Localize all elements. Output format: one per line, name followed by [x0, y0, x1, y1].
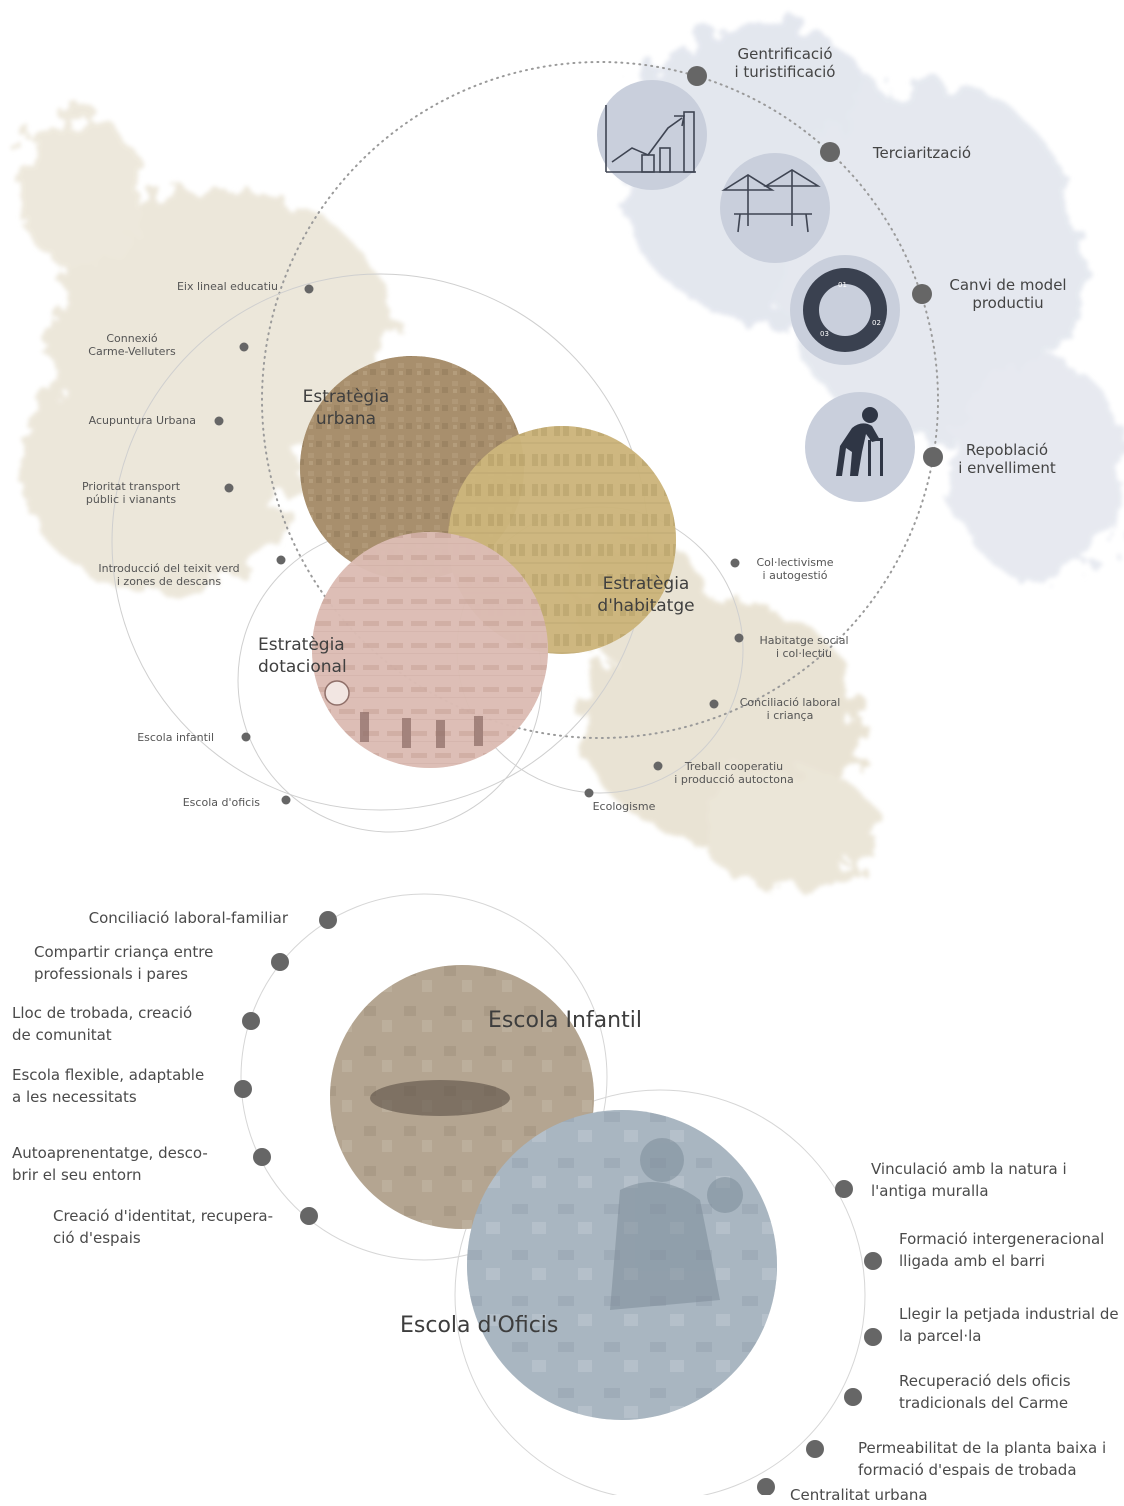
strategy-dotacional-title: Estratègia dotacional: [258, 635, 347, 677]
issue-repopulation-circle: [805, 392, 915, 502]
strategy-habitatge-title: Estratègia d'habitatge: [597, 574, 695, 616]
urban-action-label: Acupuntura Urbana: [88, 414, 196, 427]
infantil-dot: [319, 911, 337, 929]
issue-dot: [912, 284, 932, 304]
housing-action-label: Ecologisme: [592, 800, 656, 813]
urban-dot: [239, 342, 249, 352]
cycle-step-3: 03: [820, 330, 829, 338]
strategy-urbana-title: Estratègia urbana: [302, 387, 390, 429]
housing-action-label: Habitatge social i col·lectiu: [759, 634, 849, 660]
housing-action-label: Conciliació laboral i criança: [739, 696, 841, 722]
facility-action-label: Escola infantil: [137, 731, 214, 744]
housing-dot: [584, 788, 594, 798]
issue-tertiarization-label: Terciarització: [872, 144, 972, 162]
bullet-dots: [214, 66, 943, 1496]
oficis-dot: [844, 1388, 862, 1406]
issue-production-model-label: Canvi de model productiu: [949, 276, 1067, 312]
facility-dot: [241, 732, 251, 742]
urban-action-label: Eix lineal educatiu: [176, 280, 278, 293]
issue-dot: [923, 447, 943, 467]
issue-repopulation-label: Repoblació i envelliment: [958, 441, 1056, 477]
oficis-dot: [864, 1328, 882, 1346]
oficis-item: Llegir la petjada industrial de la parce…: [899, 1305, 1119, 1345]
strategy-dotacional-circle: [312, 532, 548, 768]
issue-gentrification-circle: [597, 80, 707, 190]
infantil-dot: [234, 1080, 252, 1098]
housing-dot: [730, 558, 740, 568]
infantil-item: Creació d'identitat, recupera- ció d'esp…: [53, 1207, 274, 1247]
infantil-dot: [300, 1207, 318, 1225]
issue-dot: [687, 66, 707, 86]
infantil-item: Escola flexible, adaptable a les necessi…: [12, 1066, 205, 1106]
infantil-item: Conciliació laboral-familiar: [88, 909, 288, 927]
infantil-dot: [271, 953, 289, 971]
facility-action-label: Escola d'oficis: [182, 796, 260, 809]
housing-dot: [734, 633, 744, 643]
issue-dot: [820, 142, 840, 162]
housing-action-label: Col·lectivisme i autogestió: [756, 556, 834, 582]
housing-dot: [709, 699, 719, 709]
infantil-item: Autoaprenentatge, desco- brir el seu ent…: [12, 1144, 208, 1184]
infantil-item: Compartir criança entre professionals i …: [34, 943, 214, 983]
oficis-item: Vinculació amb la natura i l'antiga mura…: [871, 1160, 1067, 1200]
terrace-umbrellas-icon: [721, 169, 821, 233]
urban-action-label: Connexió Carme-Velluters: [88, 332, 176, 358]
urban-action-label: Prioritat transport públic i vianants: [81, 480, 181, 506]
facility-dot: [281, 795, 291, 805]
issue-tertiarization-circle: [720, 153, 830, 263]
urban-dot: [304, 284, 314, 294]
cycle-step-1: 01: [838, 281, 847, 289]
oficis-dot: [835, 1180, 853, 1198]
infantil-ring: [240, 893, 608, 1261]
school-crossing-icon: [324, 680, 350, 706]
infantil-dot: [242, 1012, 260, 1030]
infantil-item: Lloc de trobada, creació de comunitat: [12, 1004, 193, 1044]
oficis-item: Recuperació dels oficis tradicionals del…: [899, 1372, 1071, 1412]
escola-oficis-circle: [467, 1110, 777, 1420]
elderly-walker-icon: [836, 407, 883, 476]
oficis-dot: [757, 1478, 775, 1496]
escola-oficis-title: Escola d'Oficis: [400, 1313, 559, 1338]
issue-production-model-circle: 01 02 03: [790, 255, 900, 365]
infantil-dot: [253, 1148, 271, 1166]
rising-chart-icon: [605, 105, 696, 173]
oficis-dot: [806, 1440, 824, 1458]
oficis-item: Formació intergeneracional lligada amb e…: [899, 1230, 1105, 1270]
cycle-step-2: 02: [872, 319, 881, 327]
housing-action-label: Treball cooperatiu i producció autoctona: [674, 760, 794, 786]
urban-dot: [276, 555, 286, 565]
urban-dot: [224, 483, 234, 493]
oficis-item: Permeabilitat de la planta baixa i forma…: [858, 1439, 1107, 1479]
issue-gentrification-label: Gentrificació i turistificació: [734, 45, 836, 81]
urban-dot: [214, 416, 224, 426]
oficis-item: Centralitat urbana: [790, 1486, 928, 1504]
urban-action-label: Introducció del teixit verd i zones de d…: [98, 562, 240, 588]
oficis-dot: [864, 1252, 882, 1270]
outer-dotted-ring: [261, 61, 939, 739]
escola-infantil-title: Escola Infantil: [488, 1008, 642, 1033]
housing-dot: [653, 761, 663, 771]
cycle-diagram-icon: 01 02 03: [803, 268, 887, 352]
